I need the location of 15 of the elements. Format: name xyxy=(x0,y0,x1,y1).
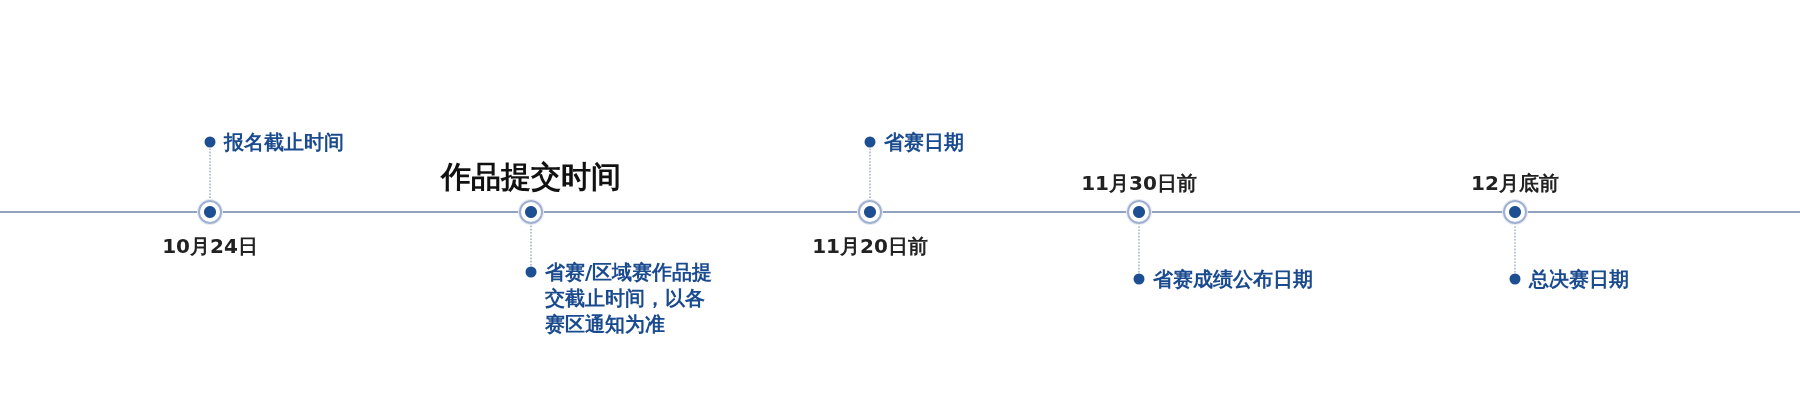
date-label: 12月底前 xyxy=(1471,170,1559,196)
event-label: 省赛/区域赛作品提交截止时间，以各赛区通知为准 xyxy=(531,259,723,337)
leader-line xyxy=(864,136,876,201)
date-label: 11月30日前 xyxy=(1081,170,1197,196)
leader-line xyxy=(1133,223,1145,285)
event-label: 报名截止时间 xyxy=(210,129,344,155)
event-label: 省赛日期 xyxy=(870,129,964,155)
milestone-heading: 作品提交时间 xyxy=(441,158,621,196)
date-label: 11月20日前 xyxy=(812,233,928,259)
event-label: 省赛成绩公布日期 xyxy=(1139,266,1313,292)
event-label: 总决赛日期 xyxy=(1515,266,1629,292)
leader-line xyxy=(204,136,216,201)
leader-line xyxy=(1509,223,1521,285)
leader-line xyxy=(525,223,537,278)
date-label: 10月24日 xyxy=(162,233,258,259)
